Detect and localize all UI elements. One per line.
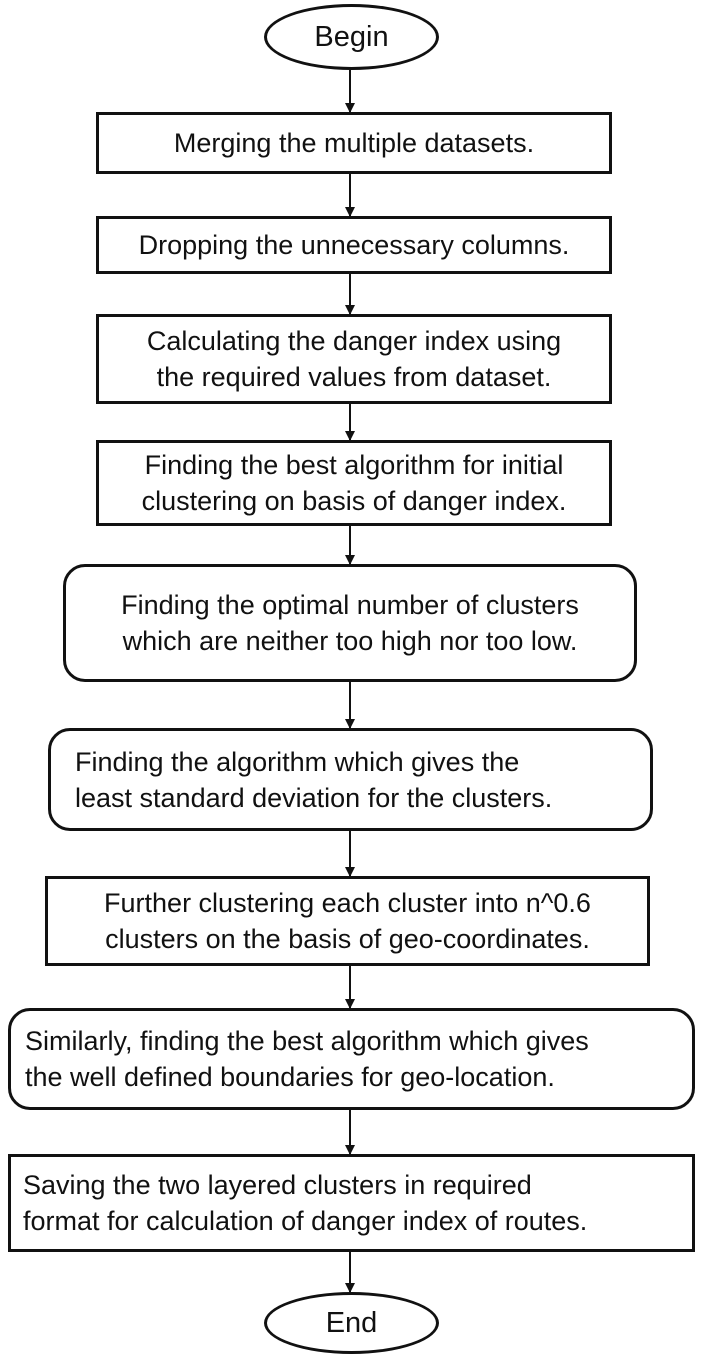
end-terminator: End: [264, 1292, 439, 1354]
optimal-clusters-line-2: which are neither too high nor too low.: [122, 626, 578, 656]
further-clustering-line-2: clusters on the basis of geo-coordinates…: [105, 924, 590, 954]
best-algorithm-line-2: clustering on basis of danger index.: [141, 486, 567, 516]
begin-terminator: Begin: [264, 4, 439, 70]
danger-index-line-1: Calculating the danger index using: [146, 326, 562, 356]
begin-text: Begin: [314, 21, 389, 53]
end-text: End: [325, 1307, 378, 1339]
least-std-line-1: Finding the algorithm which gives the: [75, 746, 520, 777]
further-clustering-line-1: Further clustering each cluster into n^0…: [104, 888, 591, 918]
further-clustering-step: Further clustering each cluster into n^0…: [45, 876, 650, 966]
best-algorithm-line-1: Finding the best algorithm for initial: [144, 450, 564, 480]
optimal-clusters-line-1: Finding the optimal number of clusters: [121, 590, 579, 620]
merge-step: Merging the multiple datasets.: [96, 112, 612, 174]
optimal-clusters-step: Finding the optimal number of clusters w…: [63, 564, 637, 682]
boundaries-line-2: the well defined boundaries for geo-loca…: [25, 1062, 555, 1092]
best-algorithm-step: Finding the best algorithm for initial c…: [96, 440, 612, 526]
boundaries-step: Similarly, finding the best algorithm wh…: [8, 1008, 695, 1110]
boundaries-line-1: Similarly, finding the best algorithm wh…: [25, 1026, 589, 1056]
save-clusters-line-1: Saving the two layered clusters in requi…: [23, 1170, 532, 1200]
least-std-line-2: least standard deviation for the cluster…: [75, 782, 553, 813]
save-clusters-step: Saving the two layered clusters in requi…: [8, 1154, 695, 1252]
save-clusters-line-2: format for calculation of danger index o…: [23, 1206, 588, 1236]
danger-index-step: Calculating the danger index using the r…: [96, 314, 612, 404]
danger-index-line-2: the required values from dataset.: [156, 362, 552, 392]
drop-columns-text: Dropping the unnecessary columns.: [138, 230, 570, 260]
merge-text: Merging the multiple datasets.: [173, 128, 535, 158]
least-std-step: Finding the algorithm which gives the le…: [48, 728, 653, 831]
drop-columns-step: Dropping the unnecessary columns.: [96, 216, 612, 274]
